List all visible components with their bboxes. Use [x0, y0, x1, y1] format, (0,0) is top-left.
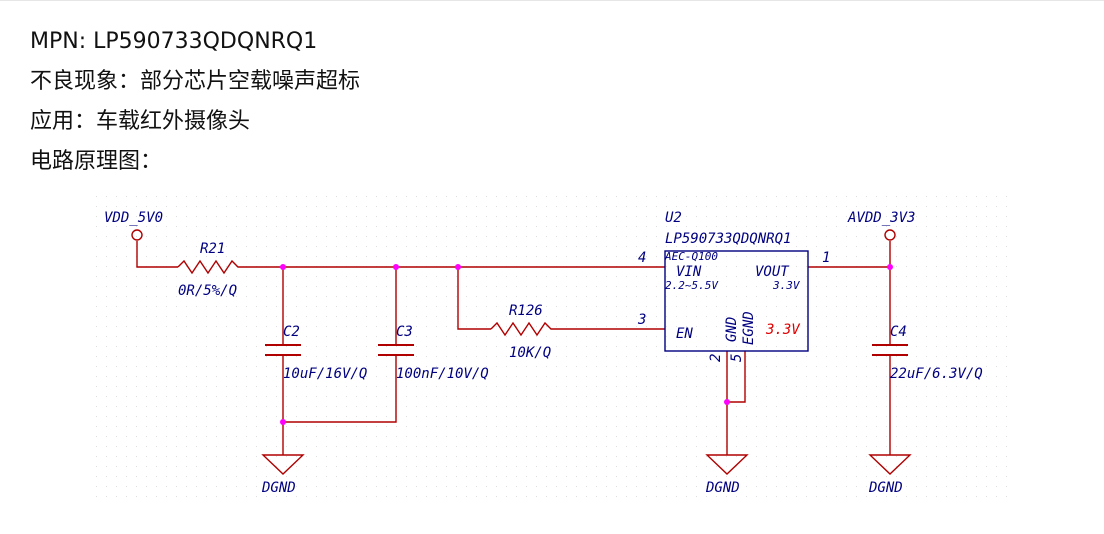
gnd-label-3: DGND: [868, 480, 903, 496]
mpn-line: MPN: LP590733QDQNRQ1: [30, 29, 318, 54]
ic-en-label: EN: [676, 326, 693, 342]
junction-dot: [393, 264, 399, 270]
r126-value: 10K/Q: [509, 345, 551, 361]
en-wire-1: [457, 267, 491, 330]
avdd-port: [884, 229, 896, 241]
vdd-port: [131, 229, 143, 241]
ic-vin-range: 2.2~5.5V: [665, 279, 719, 292]
pin-1: 1: [822, 250, 830, 266]
c2-value: 10uF/16V/Q: [283, 366, 367, 382]
ic-body: [664, 250, 809, 352]
ground-symbol-1: [261, 454, 305, 475]
ic-egnd-label: EGND: [741, 311, 757, 345]
gnd-label-1: DGND: [261, 480, 296, 496]
pin-2: 2: [708, 354, 724, 362]
r126-ref: R126: [509, 303, 543, 319]
ground-symbol-2: [705, 454, 749, 475]
junction-dot: [455, 264, 461, 270]
junction-dot: [280, 264, 286, 270]
c4-ref: C4: [890, 324, 907, 340]
ic-vout-value: 3.3V: [772, 279, 801, 292]
ic-vin-label: VIN: [676, 264, 702, 280]
junctions: [280, 264, 893, 425]
ic-gnd-label: GND: [724, 317, 740, 342]
junction-dot: [724, 399, 730, 405]
c2-capacitor: [265, 344, 301, 356]
c3-ref: C3: [396, 324, 413, 340]
ic-egnd-wire: [727, 351, 746, 403]
top-divider: [0, 0, 1104, 1]
pin-4: 4: [638, 250, 646, 266]
c3-bottom-wire: [283, 355, 397, 423]
schematic-title: 电路原理图：: [30, 149, 163, 174]
vdd-net-label: VDD_5V0: [104, 210, 163, 226]
c2-ref: C2: [283, 324, 300, 340]
c4-capacitor: [872, 344, 908, 356]
gnd-label-2: DGND: [705, 480, 740, 496]
junction-dot: [280, 419, 286, 425]
r21-resistor: [177, 259, 242, 275]
r21-value: 0R/5%/Q: [178, 283, 237, 299]
grid-dot-pattern: [96, 196, 1007, 497]
application-line: 应用：车载红外摄像头: [30, 109, 251, 134]
ic-grade: AEC-Q100: [664, 250, 718, 263]
pin-5: 5: [729, 354, 745, 362]
c4-value: 22uF/6.3V/Q: [890, 366, 983, 382]
ic-vout-label: VOUT: [755, 264, 790, 280]
pin-3: 3: [637, 312, 646, 328]
junction-dot: [887, 264, 893, 270]
avdd-net-label: AVDD_3V3: [847, 210, 915, 226]
ic-output-note: 3.3V: [765, 322, 801, 338]
r126-resistor: [490, 321, 557, 337]
grid-dots: [96, 196, 1007, 497]
ground-symbol-3: [868, 454, 912, 475]
defect-line: 不良现象：部分芯片空载噪声超标: [30, 69, 361, 94]
ic-ref: U2: [665, 210, 682, 226]
ic-part: LP590733QDQNRQ1: [665, 231, 791, 247]
wires: [136, 241, 891, 455]
vdd-wire: [136, 241, 178, 268]
c3-capacitor: [378, 344, 414, 356]
r21-ref: R21: [200, 241, 225, 257]
c3-value: 100nF/10V/Q: [396, 366, 489, 382]
